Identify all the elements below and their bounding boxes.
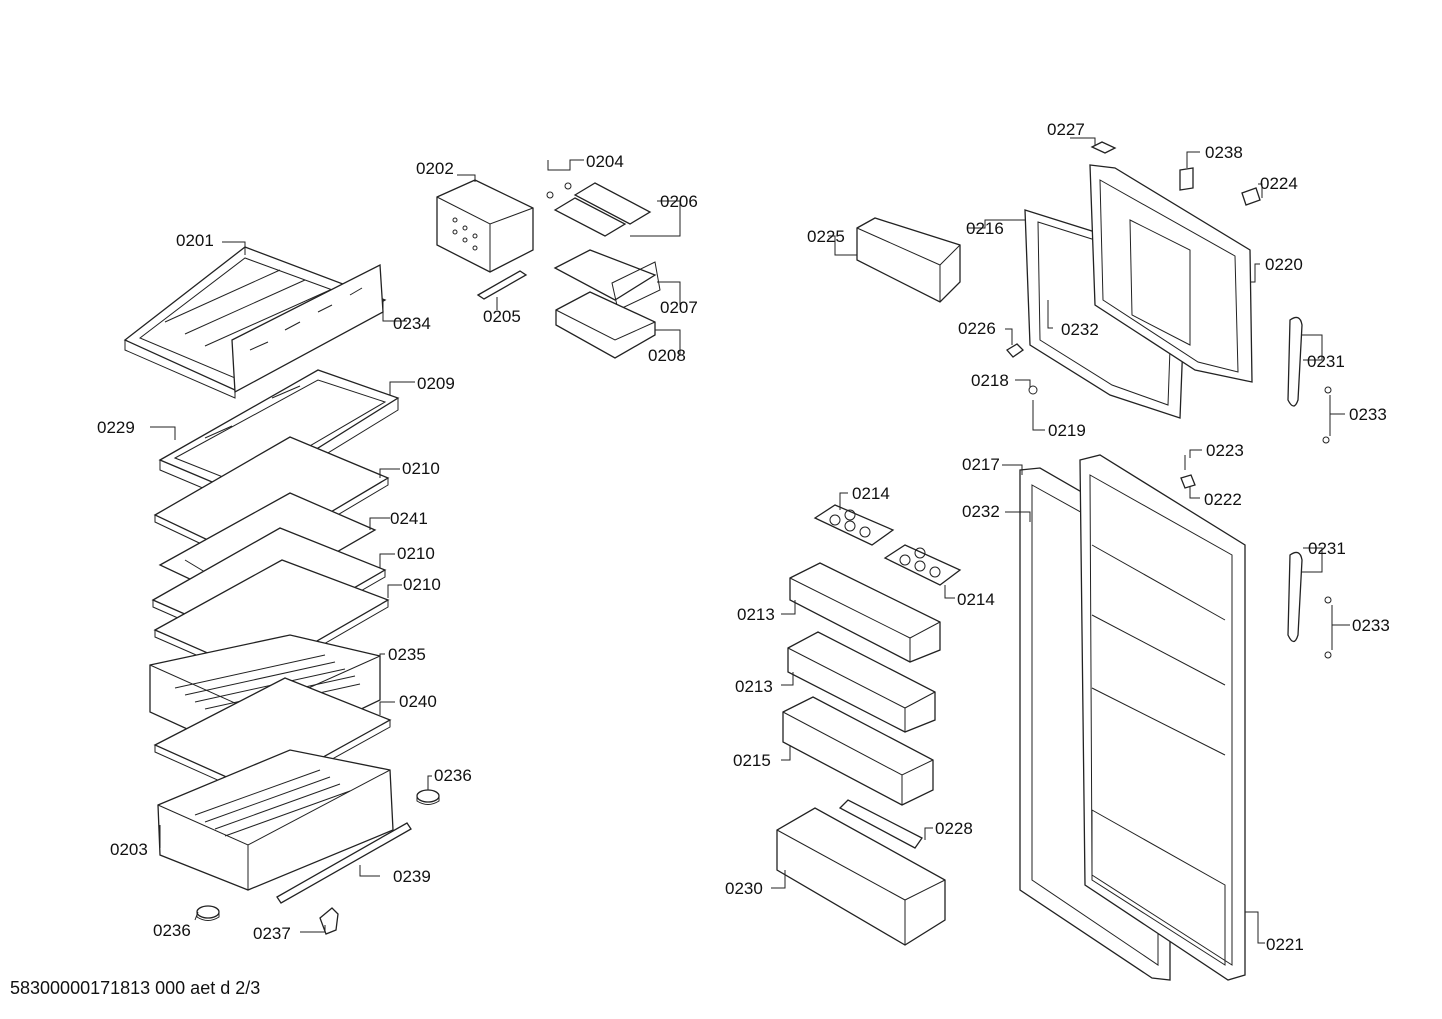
label-0238: 0238 [1205, 143, 1243, 162]
label-0203: 0203 [110, 840, 148, 859]
part-0204-fasteners [546, 182, 572, 199]
label-0241: 0241 [390, 509, 428, 528]
part-0226-hinge [1006, 343, 1025, 358]
leader-lines [150, 137, 1350, 944]
part-0230-bottle-shelf [776, 807, 946, 946]
label-0201: 0201 [176, 231, 214, 250]
label-0223: 0223 [1206, 441, 1244, 460]
label-0213-b: 0213 [735, 677, 773, 696]
label-0234: 0234 [393, 314, 431, 333]
label-0217: 0217 [962, 455, 1000, 474]
label-0222: 0222 [1204, 490, 1242, 509]
document-code: 58300000171813 000 aet d 2/3 [10, 978, 261, 998]
part-0237-clip [319, 907, 339, 935]
part-0233-caps-upper [1322, 386, 1332, 444]
part-0220-upper-door [1089, 164, 1253, 383]
label-0216: 0216 [966, 219, 1004, 238]
label-0231-a: 0231 [1307, 352, 1345, 371]
label-0230: 0230 [725, 879, 763, 898]
label-0221: 0221 [1266, 935, 1304, 954]
label-0233-a: 0233 [1349, 405, 1387, 424]
label-0236-b: 0236 [153, 921, 191, 940]
part-0214-egg-tray-2 [883, 544, 962, 586]
part-0236-foot-left [196, 905, 220, 921]
part-0222-block [1180, 474, 1196, 489]
part-0207-tray-holder [553, 249, 661, 311]
label-0237: 0237 [253, 924, 291, 943]
part-0213-door-shelf-1 [789, 562, 941, 663]
label-0240: 0240 [399, 692, 437, 711]
label-0208: 0208 [648, 346, 686, 365]
part-0239-strip [276, 822, 412, 904]
label-0218: 0218 [971, 371, 1009, 390]
label-0210-c: 0210 [403, 575, 441, 594]
part-0233-caps-lower [1324, 596, 1332, 659]
part-0231-handle-upper [1287, 316, 1303, 407]
part-0202-cover [436, 179, 534, 273]
label-0232-a: 0232 [1061, 320, 1099, 339]
label-0204: 0204 [586, 152, 624, 171]
part-0221-lower-door [1079, 454, 1246, 981]
label-0214-b: 0214 [957, 590, 995, 609]
label-0209: 0209 [417, 374, 455, 393]
part-0213-door-shelf-2 [787, 631, 936, 733]
part-0205-strip [476, 270, 528, 300]
label-0215: 0215 [733, 751, 771, 770]
label-0226: 0226 [958, 319, 996, 338]
part-0218-cap [1028, 385, 1038, 395]
label-0219: 0219 [1048, 421, 1086, 440]
label-0235: 0235 [388, 645, 426, 664]
part-0225-door-shelf [856, 217, 961, 303]
label-0210-a: 0210 [402, 459, 440, 478]
label-0227: 0227 [1047, 120, 1085, 139]
label-0233-b: 0233 [1352, 616, 1390, 635]
label-0232-b: 0232 [962, 502, 1000, 521]
label-0205: 0205 [483, 307, 521, 326]
label-0228: 0228 [935, 819, 973, 838]
part-0231-handle-lower [1287, 551, 1303, 643]
part-0227-clip [1090, 141, 1117, 154]
label-0210-b: 0210 [397, 544, 435, 563]
label-0225: 0225 [807, 227, 845, 246]
label-0213-a: 0213 [737, 605, 775, 624]
part-0215-door-shelf [782, 696, 934, 806]
label-0239: 0239 [393, 867, 431, 886]
label-0207: 0207 [660, 298, 698, 317]
part-0238-label [1179, 167, 1194, 191]
part-labels: 0201 0202 0203 0204 0205 0206 0207 0208 … [97, 120, 1390, 954]
label-0229: 0229 [97, 418, 135, 437]
part-0228-divider [838, 799, 923, 849]
part-0236-foot-right [416, 789, 440, 805]
part-0208-small-drawer [555, 291, 656, 359]
label-0236-a: 0236 [434, 766, 472, 785]
label-0206: 0206 [660, 192, 698, 211]
part-0224-block [1241, 187, 1261, 206]
label-0202: 0202 [416, 159, 454, 178]
part-0206-ice-trays [553, 182, 652, 237]
label-0224: 0224 [1260, 174, 1298, 193]
label-0220: 0220 [1265, 255, 1303, 274]
part-0214-egg-tray-1 [813, 504, 895, 546]
part-0203-lower-drawer [157, 749, 394, 891]
label-0214-a: 0214 [852, 484, 890, 503]
label-0231-b: 0231 [1308, 539, 1346, 558]
